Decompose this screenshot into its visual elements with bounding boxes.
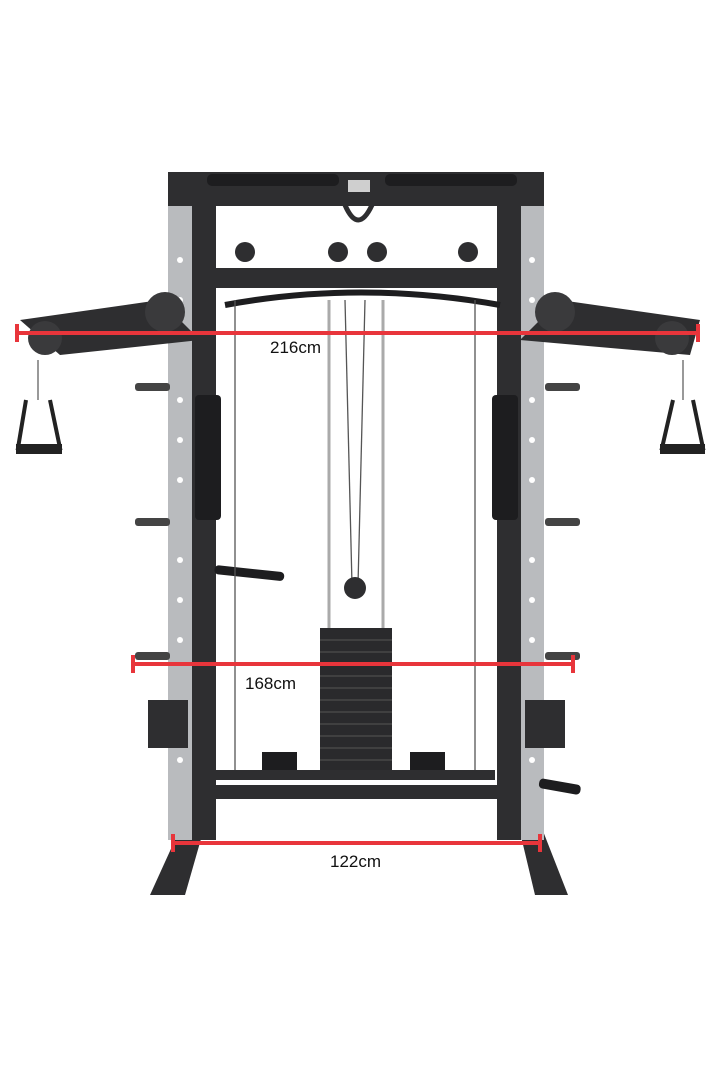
dimension-label-122: 122cm — [330, 852, 382, 871]
pulley-arms — [15, 292, 706, 454]
cables — [234, 299, 476, 770]
dimension-label-216: 216cm — [270, 338, 322, 357]
pads-and-pegs — [135, 383, 581, 795]
weight-stack — [215, 628, 495, 780]
dimension-lines — [15, 324, 700, 852]
dimension-label-168: 168cm — [245, 674, 297, 693]
stack-pulley — [344, 577, 366, 599]
top-frame — [168, 172, 544, 308]
